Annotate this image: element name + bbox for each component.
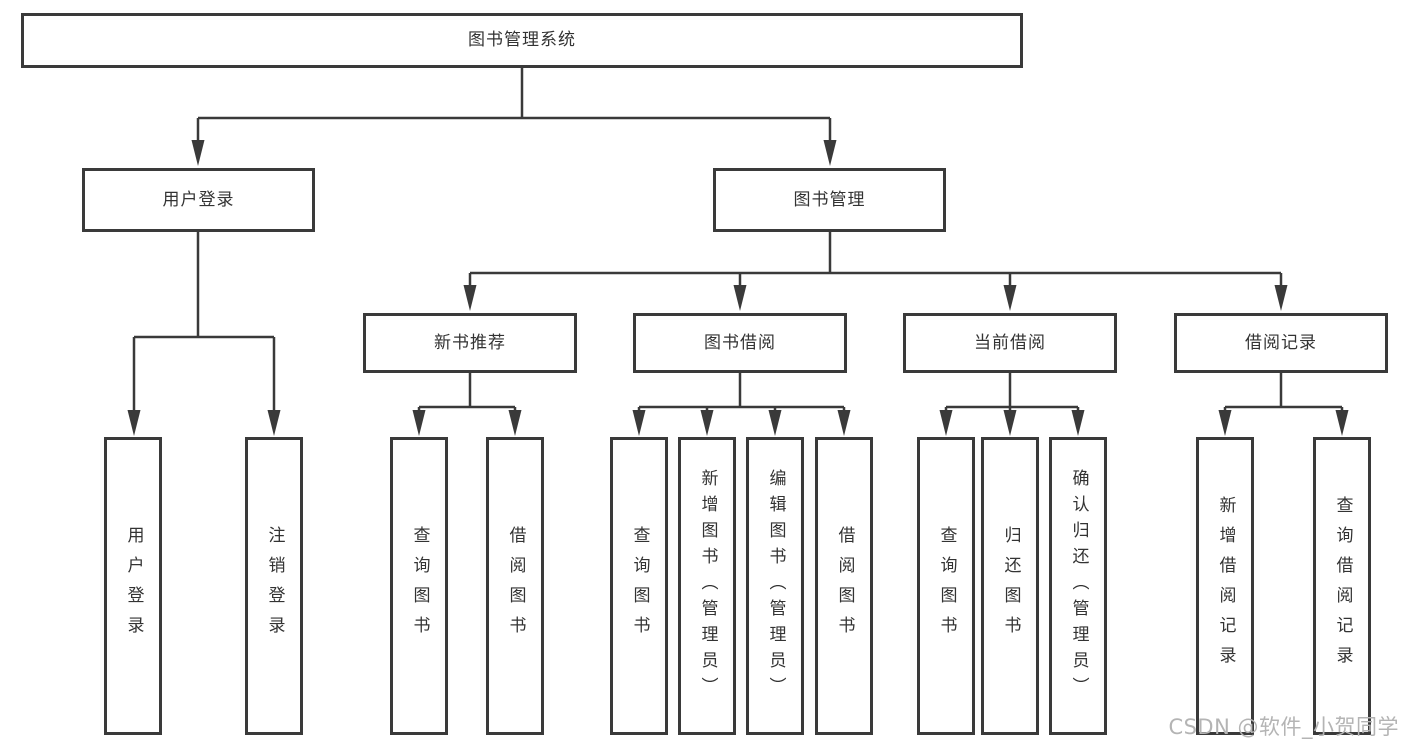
leaf-borrowing-query: 查询图书: [610, 437, 668, 735]
leaf-borrowing-edit-label: 编辑图书（管理员）: [765, 469, 786, 703]
leaf-current-confirm: 确认归还（管理员）: [1049, 437, 1107, 735]
leaf-borrowing-borrow: 借阅图书: [815, 437, 873, 735]
node-new-book-rec-label: 新书推荐: [434, 332, 506, 353]
node-root: 图书管理系统: [21, 13, 1023, 68]
node-book-borrow-label: 图书借阅: [704, 332, 776, 353]
leaf-logout-label: 注销登录: [264, 526, 285, 646]
leaf-borrowing-query-label: 查询图书: [629, 526, 650, 646]
node-borrow-records-label: 借阅记录: [1245, 332, 1317, 353]
leaf-borrowing-edit: 编辑图书（管理员）: [746, 437, 804, 735]
leaf-newbook-borrow-label: 借阅图书: [505, 526, 526, 646]
leaf-records-add-label: 新增借阅记录: [1215, 496, 1236, 676]
node-user-login-label: 用户登录: [162, 189, 235, 210]
leaf-current-query: 查询图书: [917, 437, 975, 735]
leaf-current-query-label: 查询图书: [936, 526, 957, 646]
leaf-logout: 注销登录: [245, 437, 303, 735]
leaf-newbook-query-label: 查询图书: [409, 526, 430, 646]
node-current-borrow: 当前借阅: [903, 313, 1117, 373]
node-new-book-rec: 新书推荐: [363, 313, 577, 373]
leaf-records-query-label: 查询借阅记录: [1332, 496, 1353, 676]
leaf-current-return: 归还图书: [981, 437, 1039, 735]
node-user-login: 用户登录: [82, 168, 315, 232]
leaf-borrowing-add: 新增图书（管理员）: [678, 437, 736, 735]
csdn-watermark: CSDN @软件_小贺同学: [1168, 715, 1399, 739]
leaf-borrowing-add-label: 新增图书（管理员）: [697, 469, 718, 703]
node-book-mgmt: 图书管理: [713, 168, 946, 232]
leaf-borrowing-borrow-label: 借阅图书: [834, 526, 855, 646]
arrowheads: [127, 140, 1349, 436]
node-book-mgmt-label: 图书管理: [793, 189, 866, 210]
node-root-label: 图书管理系统: [468, 30, 576, 50]
node-book-borrow: 图书借阅: [633, 313, 847, 373]
node-current-borrow-label: 当前借阅: [974, 332, 1046, 353]
node-borrow-records: 借阅记录: [1174, 313, 1388, 373]
leaf-user-login: 用户登录: [104, 437, 162, 735]
leaf-records-query: 查询借阅记录: [1313, 437, 1371, 735]
leaf-current-confirm-label: 确认归还（管理员）: [1068, 469, 1089, 703]
leaf-records-add: 新增借阅记录: [1196, 437, 1254, 735]
leaf-newbook-borrow: 借阅图书: [486, 437, 544, 735]
leaf-current-return-label: 归还图书: [1000, 526, 1021, 646]
leaf-user-login-label: 用户登录: [123, 526, 144, 646]
leaf-newbook-query: 查询图书: [390, 437, 448, 735]
